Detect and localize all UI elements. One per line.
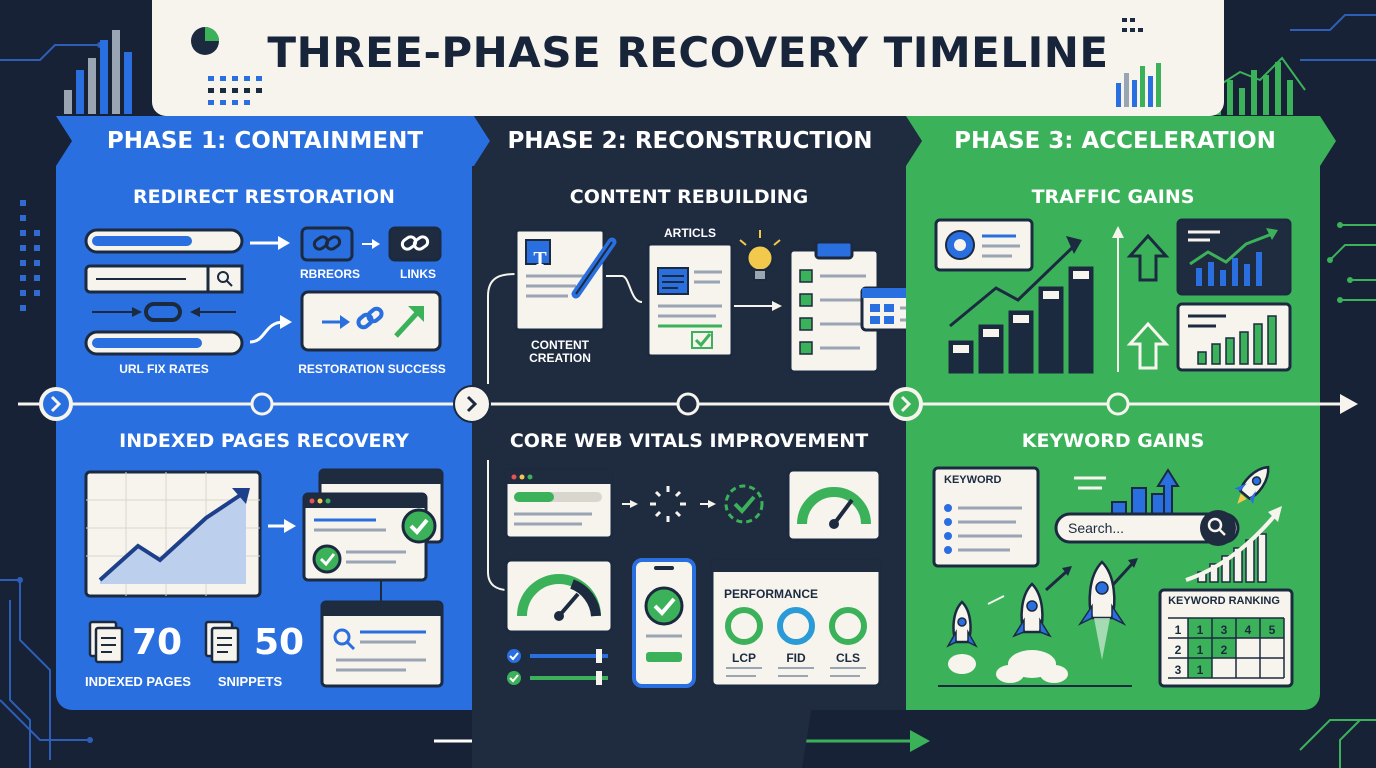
phase-1-title: PHASE 1: CONTAINMENT — [106, 128, 424, 154]
keyword-gains-illustration — [932, 465, 1294, 688]
rank-2: 2 — [1174, 643, 1182, 657]
metric-cls: CLS — [836, 651, 860, 665]
rank-cell: 1 — [1196, 643, 1204, 657]
rank-cell: 2 — [1220, 643, 1228, 657]
section-traffic-gains: TRAFFIC GAINS — [1031, 186, 1195, 208]
title-banner: THREE-PHASE RECOVERY TIMELINE — [152, 0, 1224, 116]
rbreors-label: RBREORS — [299, 267, 360, 281]
content-creation-label-2: CREATION — [529, 351, 591, 365]
rank-cell: 4 — [1244, 623, 1252, 637]
articls-label: ARTICLS — [664, 226, 716, 240]
rank-3: 3 — [1174, 663, 1182, 677]
decor-bars-left — [64, 30, 132, 114]
phase-2-title: PHASE 2: RECONSTRUCTION — [507, 128, 873, 154]
ranking-title: KEYWORD RANKING — [1168, 595, 1280, 607]
content-creation-label-1: CONTENT — [531, 338, 589, 352]
rank-cell: 1 — [1196, 663, 1204, 677]
section-keyword-gains: KEYWORD GAINS — [1021, 430, 1205, 452]
timeline-midpoint — [250, 392, 274, 416]
content-rebuilding-illustration — [487, 228, 906, 384]
section-content-rebuilding: CONTENT REBUILDING — [569, 186, 809, 208]
keyword-card-title: KEYWORD — [944, 474, 1002, 486]
rockets — [938, 558, 1138, 687]
links-label: LINKS — [400, 267, 436, 281]
rank-1: 1 — [1174, 623, 1182, 637]
banner-decor-right — [1116, 18, 1161, 107]
indexed-pages-value: 70 — [132, 622, 183, 663]
redirect-restoration-illustration — [84, 226, 442, 356]
search-input[interactable]: Search... — [1068, 520, 1125, 536]
circuit-lines-right — [1299, 224, 1376, 768]
banner-decor-left — [191, 27, 262, 105]
timeline-midpoint — [676, 392, 700, 416]
indexed-pages-label: INDEXED PAGES — [85, 674, 191, 689]
doc-letter-t: T — [533, 248, 547, 270]
phase-ribbons — [56, 116, 1336, 166]
section-redirect-restoration: REDIRECT RESTORATION — [133, 186, 395, 208]
circuit-lines-left — [0, 44, 100, 768]
rank-cell: 5 — [1268, 623, 1276, 637]
metric-lcp: LCP — [732, 651, 756, 665]
decor-line-chart-right — [1214, 56, 1306, 115]
indexed-pages-illustration — [84, 468, 444, 688]
restoration-success-label: RESTORATION SUCCESS — [298, 362, 446, 376]
timeline-arrowhead — [1340, 394, 1358, 414]
timeline-node-phase-2 — [453, 385, 491, 423]
core-web-vitals-illustration — [487, 460, 882, 688]
timeline-node-phase-1 — [39, 387, 73, 421]
timeline-node-phase-3 — [889, 387, 923, 421]
snippets-label: SNIPPETS — [217, 674, 283, 689]
performance-title: PERFORMANCE — [724, 587, 819, 601]
timeline-midpoint — [1106, 392, 1130, 416]
rank-cell: 3 — [1220, 623, 1228, 637]
metric-fid: FID — [786, 651, 806, 665]
section-core-web-vitals: CORE WEB VITALS IMPROVEMENT — [509, 430, 869, 452]
phase-3-title: PHASE 3: ACCELERATION — [954, 128, 1276, 154]
snippets-value: 50 — [254, 622, 305, 663]
url-fix-rates-label: URL FIX RATES — [119, 362, 209, 376]
rank-cell: 1 — [1196, 623, 1204, 637]
traffic-gains-illustration — [934, 218, 1292, 374]
timeline — [18, 385, 1358, 423]
page-title: THREE-PHASE RECOVERY TIMELINE — [267, 28, 1109, 77]
section-indexed-pages-recovery: INDEXED PAGES RECOVERY — [119, 430, 409, 452]
phase-2-tail — [472, 706, 812, 768]
